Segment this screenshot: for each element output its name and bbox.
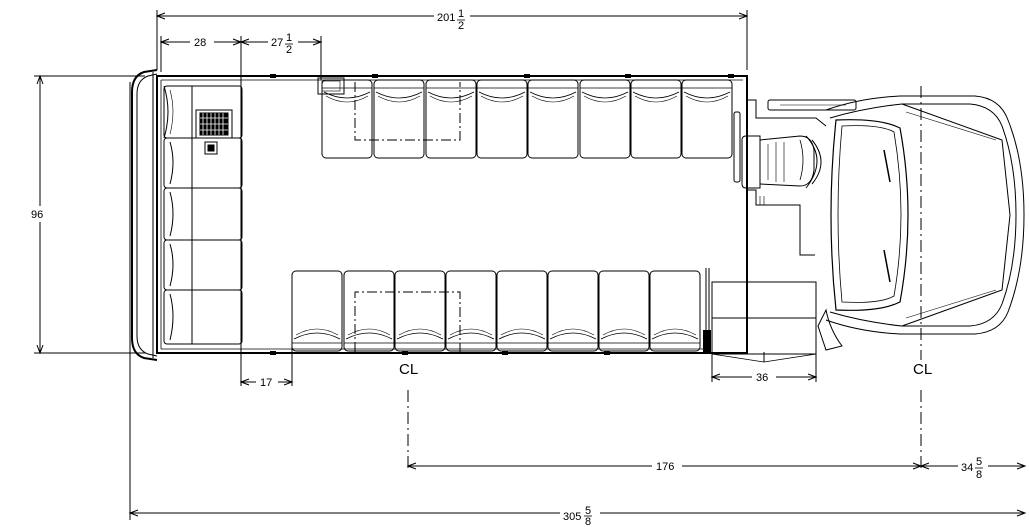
entry-door	[703, 268, 817, 363]
lower-seats	[291, 270, 701, 352]
passenger-seat	[476, 79, 528, 159]
rear-to-seat-whole: 27	[271, 37, 283, 49]
rear-hvac-unit	[195, 109, 233, 155]
overall-length-label: 305 5 8	[560, 505, 600, 527]
width-label: 96	[31, 209, 43, 221]
upper-seats	[321, 79, 733, 159]
passenger-seat	[343, 270, 395, 352]
rear-section-dimension	[159, 36, 323, 386]
driver-seat	[741, 135, 815, 189]
wheelbase-label: 176	[656, 461, 674, 473]
rear-to-seat-label: 27 1 2	[268, 31, 298, 57]
rear-axle-marker: CL	[399, 361, 418, 378]
passenger-seat	[445, 270, 497, 352]
front-axle-centerline: CL	[913, 86, 932, 470]
body-length-num: 1	[458, 8, 464, 20]
passenger-seat	[649, 270, 701, 352]
rear-bumper	[131, 69, 158, 361]
passenger-seat	[373, 79, 425, 159]
passenger-seat	[579, 79, 631, 159]
passenger-seat	[547, 270, 599, 352]
front-axle-marker: CL	[913, 361, 932, 378]
front-overhang-num: 5	[976, 456, 982, 468]
passenger-seat	[598, 270, 650, 352]
rear-to-seat-den: 2	[286, 44, 292, 56]
wheel-well-outline	[354, 82, 461, 352]
overall-length-whole: 305	[563, 511, 581, 523]
passenger-seat	[496, 270, 548, 352]
rear-axle-centerline: CL	[399, 361, 418, 470]
passenger-seat	[425, 79, 477, 159]
windshield	[830, 119, 909, 311]
rear-seat	[163, 289, 243, 345]
rear-bench-seats	[163, 85, 243, 345]
passenger-seat	[630, 79, 682, 159]
passenger-seat	[394, 270, 446, 352]
seat-gap-label: 17	[260, 377, 272, 389]
upper-seat-bracket	[317, 77, 345, 95]
passenger-seat	[291, 270, 343, 352]
door-width-label: 36	[756, 372, 768, 384]
rear-seat	[163, 239, 243, 291]
body-length-whole: 201	[437, 12, 455, 24]
front-overhang-den: 8	[976, 469, 982, 481]
front-overhang-label: 34 5 8	[958, 456, 988, 482]
passenger-seat	[321, 79, 373, 159]
passenger-seat	[527, 79, 579, 159]
driver-cab	[733, 76, 857, 256]
bus-body-outline	[156, 74, 748, 355]
rear-section-label: 28	[194, 37, 206, 49]
rear-to-seat-num: 1	[286, 32, 292, 44]
rear-seat	[163, 187, 243, 241]
overall-length-num: 5	[585, 505, 591, 517]
steering-wheel	[805, 135, 822, 189]
body-length-label: 201 1 2	[434, 7, 470, 33]
front-overhang-whole: 34	[961, 462, 973, 474]
passenger-seat	[681, 79, 733, 159]
overall-length-den: 8	[585, 516, 591, 527]
body-length-den: 2	[458, 20, 464, 32]
rear-seat	[163, 137, 243, 189]
